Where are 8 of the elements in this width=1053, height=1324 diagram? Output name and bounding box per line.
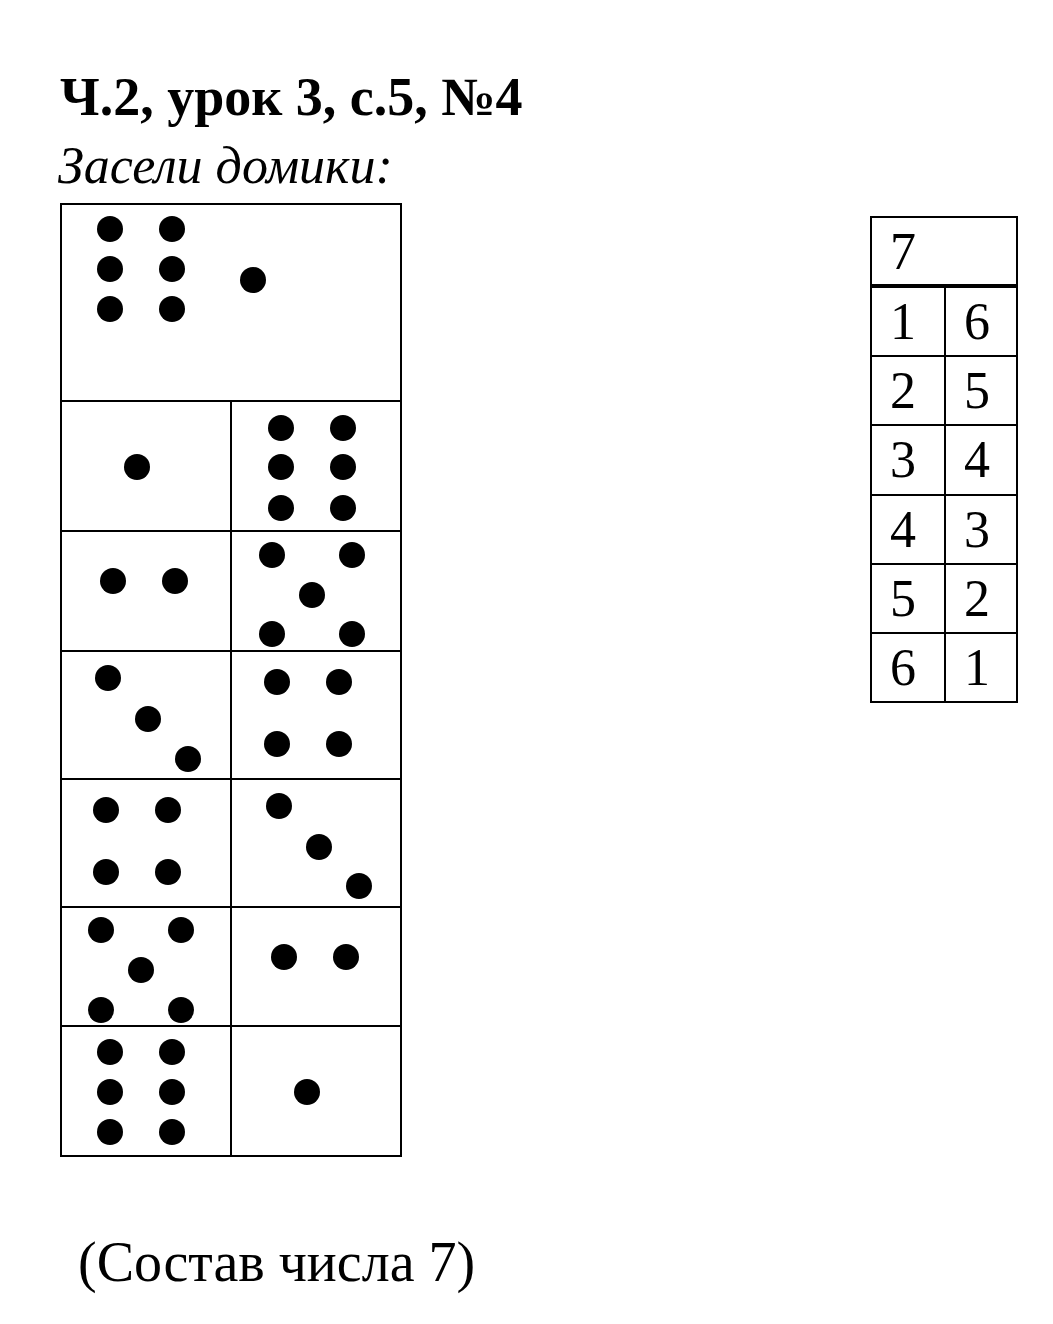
table-cell: 1 — [944, 632, 1018, 703]
instruction-text: Засели домики: — [58, 136, 393, 196]
heading: Ч.2, урок 3, с.5, №4 — [60, 66, 523, 128]
table-cell: 7 — [870, 216, 1018, 286]
table-cell: 6 — [870, 632, 946, 703]
table-cell: 6 — [944, 286, 1018, 357]
caption: (Состав числа 7) — [78, 1230, 476, 1294]
table-cell: 1 — [870, 286, 946, 357]
